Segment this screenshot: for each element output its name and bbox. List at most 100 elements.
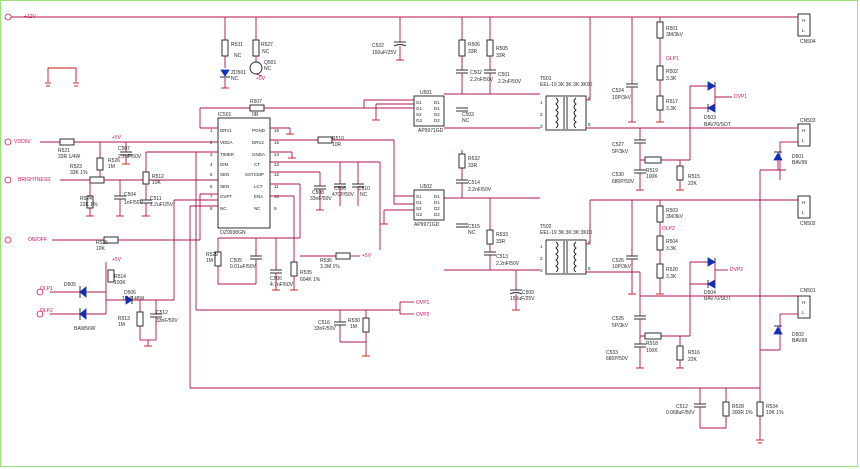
r527-ref: R527	[261, 42, 273, 48]
c508-value: 33nF/50V	[310, 196, 332, 202]
cn503-pin-l: L	[802, 138, 805, 143]
d502-value: BAV99	[792, 338, 807, 344]
r506-value: 33R	[468, 49, 478, 55]
r512-value: 10K	[152, 180, 162, 186]
c502-ref: C502	[470, 70, 482, 76]
r518-value: 100K	[646, 348, 658, 354]
r505-ref: R505	[496, 46, 508, 52]
c510-ref: C510	[358, 186, 370, 192]
c522-value: 150uF/25V	[372, 50, 397, 56]
protection-circuit: R531 NC ZD501 NC R527 NC Q501 NC +5V	[220, 17, 276, 89]
r514-ref: R514	[114, 274, 126, 280]
r530-value: 1M	[350, 324, 357, 330]
c505b-value: 4.7nF/50V	[270, 282, 294, 288]
c526-ref: C526	[612, 258, 624, 264]
u501-part: AP9971GD	[418, 128, 444, 134]
cn502-pin-h: H	[802, 200, 805, 205]
c510-value: NC	[360, 192, 368, 198]
r527-value: NC	[262, 49, 270, 55]
ic501-num-10: 10	[274, 194, 280, 199]
svg-text:2: 2	[540, 256, 543, 261]
r507-ref: R507	[250, 99, 262, 105]
u501-pin-d1a: D1	[434, 100, 440, 105]
r515-value: 22K	[688, 181, 698, 187]
c530-ref: C530	[612, 172, 624, 178]
r535-ref: R535	[300, 270, 312, 276]
r524-ref: R524	[80, 196, 92, 202]
c507-value: 2.2uF/50V	[118, 154, 142, 160]
u501-pin-g2: G2	[416, 118, 423, 123]
c512-value: 33nF/50V	[156, 318, 178, 324]
r504-ref: R504	[666, 239, 678, 245]
ic501-num-2: 2	[210, 140, 213, 145]
svg-text:8: 8	[588, 266, 591, 271]
c512-ref: C512	[156, 310, 168, 316]
r530-ref: R530	[348, 318, 360, 324]
d506-ref: D506	[124, 290, 136, 296]
r534-value: 10K 1%	[766, 410, 784, 416]
zd501-value: NC	[231, 76, 239, 82]
u501-pin-g1: G1	[416, 106, 423, 111]
svg-text:1: 1	[540, 244, 543, 249]
c513-value: 2.2nF/50V	[496, 261, 520, 267]
cn501-pin-l: L	[802, 310, 805, 315]
r502-value: 3.3K	[666, 76, 677, 82]
u501-mosfet: U501 AP9971GD S1 G1 S2 G2 D1 D1 D2 D2	[372, 90, 445, 134]
r534-ref: R534	[766, 404, 778, 410]
ic501-num-4: 4	[210, 162, 213, 167]
c501-value: 2.2nF/50V	[498, 79, 522, 85]
ic501-ref: IC501	[218, 112, 232, 118]
r532-ref: R532	[468, 156, 480, 162]
r531-ref: R531	[231, 42, 243, 48]
u502-mosfet: U502 AP9971GD S1 G1 S2 G2 D1 D1 D2 D2	[380, 184, 445, 228]
u501-pin-d2a: D2	[434, 112, 440, 117]
c508-ref: C508	[312, 190, 324, 196]
u502-pin-d2b: D2	[434, 212, 440, 217]
cn502-ref: CN502	[800, 221, 816, 227]
svg-text:8: 8	[588, 122, 591, 127]
c522-capacitor: C522 150uF/25V	[372, 17, 407, 61]
r520-ref: R520	[666, 267, 678, 273]
ic501-pin-nc-right: NC	[254, 206, 261, 211]
c512b-ref: C512	[676, 404, 688, 410]
r523-ref: R523	[70, 164, 82, 170]
c514-value: 2.2nF/50V	[468, 187, 492, 193]
olp1-upper-label: OLP1	[666, 56, 679, 62]
t501-transformer: T501 EEL-19 3K:3K:3K:3K00 1 2 3 6 8	[540, 17, 640, 131]
ic501-pin-drv2: DRV2	[252, 140, 264, 145]
r529-value: 1M	[206, 258, 213, 264]
c507-ref: C507	[118, 146, 130, 152]
c509-value: 150uF/25V	[510, 296, 535, 302]
r526-ref: R526	[108, 158, 120, 164]
c516-value: 33nF/50V	[314, 326, 336, 332]
c533-ref: C533	[606, 350, 618, 356]
c524-value: 10P/3kV	[612, 95, 632, 101]
c503-value: NC	[462, 118, 470, 124]
r518-ref: R518	[646, 341, 658, 347]
r536-value: 3.3M 1%	[320, 264, 340, 270]
c533-value: 680P/50V	[606, 356, 629, 362]
ic501-num-13: 13	[274, 162, 280, 167]
d505-ref: D505	[64, 282, 76, 288]
r532-value: 33R	[468, 163, 478, 169]
ic501-num-16: 16	[274, 128, 280, 133]
c512b-value: 0.068uF/50V	[666, 410, 695, 416]
r521-ref: R521	[58, 148, 70, 154]
ic501-num-8: 8	[210, 206, 213, 211]
r517-value: 3.3K	[666, 106, 677, 112]
ic501-num-9: 9	[274, 206, 277, 211]
d503-value: BAV70/SOT	[704, 122, 731, 128]
r505-value: 33R	[496, 53, 506, 59]
t502-transformer: T502 EEL-19 3K:3K:3K:3K00 1 2 3 6 8	[540, 199, 660, 275]
r523-value: 33K 1%	[70, 170, 88, 176]
u502-part: AP9971GD	[414, 222, 440, 228]
c514-ref: C514	[468, 180, 480, 186]
t501-ref: T501	[540, 76, 552, 82]
timer-sense-section: OVP1 OVP2 R529 1M C505 0.01uF/50V C506 4…	[189, 152, 430, 388]
left-input-section: VDD5V R521 33R 1/4W +5V R526 1M C507 2.2…	[4, 135, 218, 347]
r536-ref: R536	[320, 258, 332, 264]
q501-value: NC	[264, 66, 272, 72]
t502-part: EEL-19 3K:3K:3K:3K00	[540, 230, 592, 236]
